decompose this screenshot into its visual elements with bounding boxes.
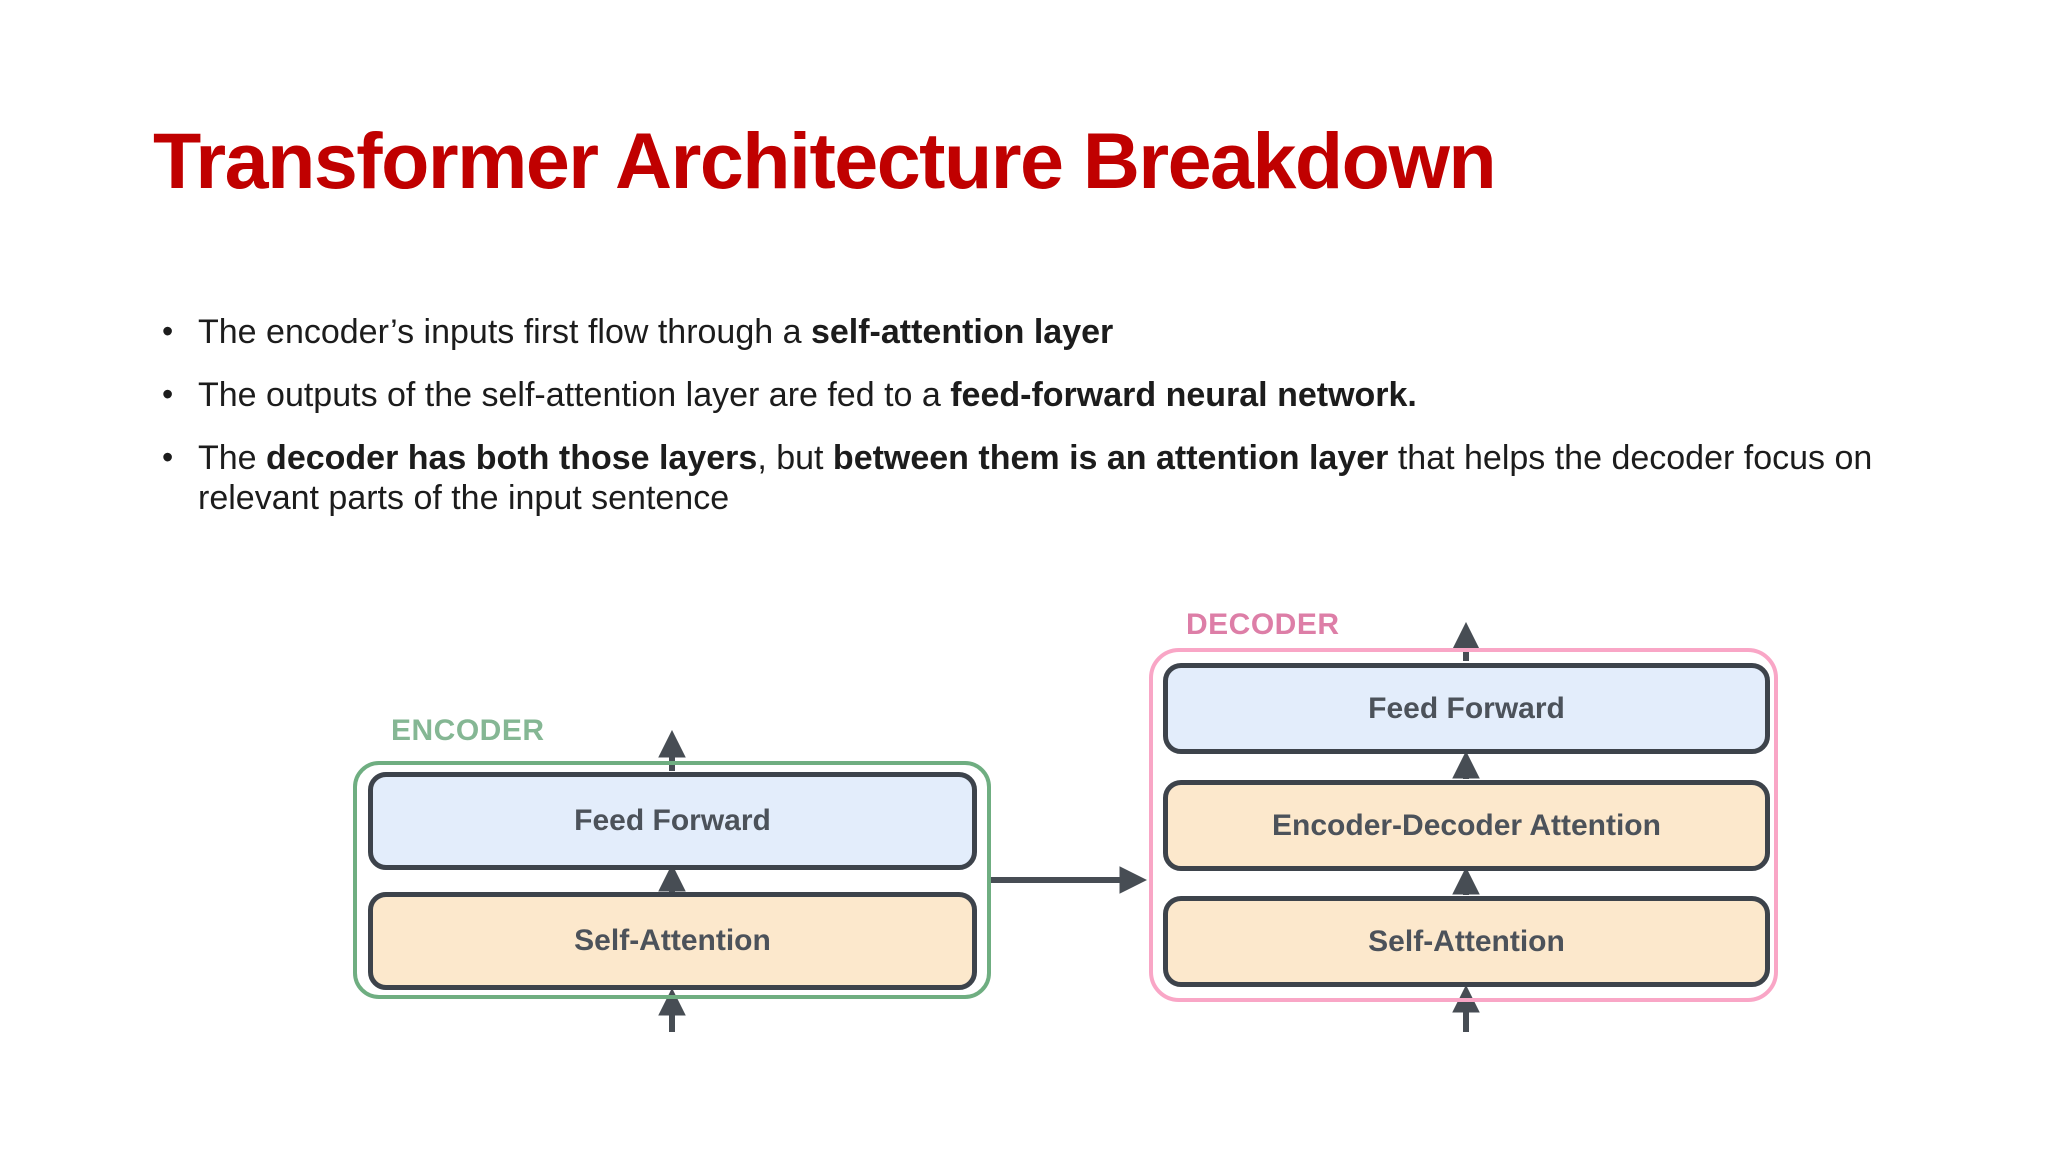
block-label: Self-Attention [1368, 924, 1565, 958]
bullet-text: The [198, 439, 267, 477]
encoder-group-box [353, 761, 991, 999]
decoder-self-attention-block: Self-Attention [1163, 896, 1770, 987]
bullet-item-3: The decoder has both those layers, but b… [160, 437, 1880, 518]
bullet-list: The encoder’s inputs first flow through … [160, 311, 1880, 541]
decoder-label: DECODER [1186, 608, 1340, 641]
slide-title: Transformer Architecture Breakdown [153, 116, 1497, 205]
block-label: Encoder-Decoder Attention [1272, 808, 1661, 842]
bullet-text: that helps the decoder focus on relevant… [198, 439, 1873, 517]
bullet-text-bold: feed-forward neural network. [950, 376, 1417, 414]
encoder-feed-forward-block: Feed Forward [368, 772, 977, 870]
bullet-text-bold: decoder has both those layers [266, 439, 758, 477]
block-label: Self-Attention [574, 924, 771, 957]
bullet-text: The encoder’s inputs first flow through … [198, 313, 811, 351]
bullet-item-1: The encoder’s inputs first flow through … [160, 311, 1880, 352]
bullet-text-bold: self-attention layer [810, 313, 1114, 351]
encoder-label: ENCODER [391, 714, 545, 747]
bullet-item-2: The outputs of the self-attention layer … [160, 374, 1880, 415]
encoder-self-attention-block: Self-Attention [368, 892, 977, 990]
bullet-text: The outputs of the self-attention layer … [198, 376, 951, 414]
block-label: Feed Forward [574, 804, 771, 837]
bullet-text: , but [757, 439, 833, 477]
decoder-group-box [1149, 648, 1778, 1002]
bullet-text-bold: between them is an attention layer [832, 439, 1389, 477]
decoder-feed-forward-block: Feed Forward [1163, 663, 1770, 754]
block-label: Feed Forward [1368, 691, 1565, 725]
decoder-encoder-decoder-attention-block: Encoder-Decoder Attention [1163, 780, 1770, 871]
